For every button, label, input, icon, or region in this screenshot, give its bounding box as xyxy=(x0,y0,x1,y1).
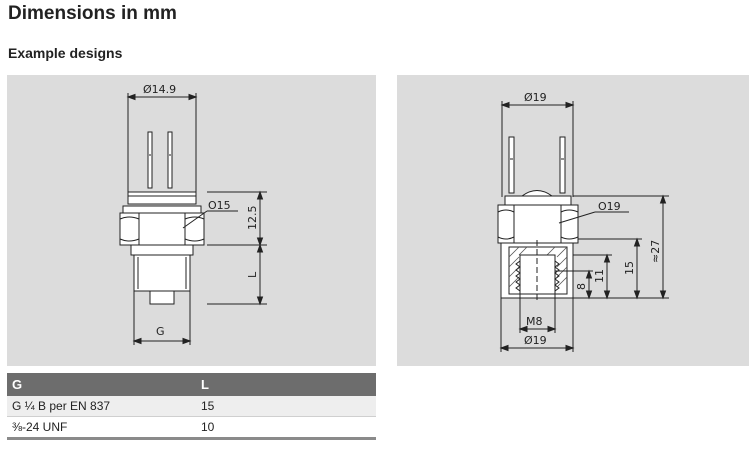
dim-length-L: L xyxy=(246,271,259,278)
hex-nut xyxy=(119,212,205,246)
table-cell-l: 15 xyxy=(196,396,376,417)
table-cell-g: ⅜-24 UNF xyxy=(7,416,196,440)
sensor-drawing-right: Ø19 O19 ≈27 15 11 8 M8 Ø19 xyxy=(497,91,669,352)
table-row: ⅜-24 UNF 10 xyxy=(7,416,376,440)
dimensions-table: G L G ¼ B per EN 837 15 ⅜-24 UNF 10 xyxy=(7,373,376,440)
drawing-panel-left: Ø14.9 O15 12.5 L G xyxy=(7,75,376,366)
pressure-port xyxy=(149,290,175,305)
table-cell-l: 10 xyxy=(196,416,376,440)
dim-diameter-bottom: Ø19 xyxy=(524,334,547,347)
table-cell-g: G ¼ B per EN 837 xyxy=(7,396,196,417)
connector-pin xyxy=(559,136,566,194)
sensor-drawing-left: Ø14.9 O15 12.5 L G xyxy=(119,83,267,345)
table-row: G ¼ B per EN 837 15 xyxy=(7,396,376,417)
section-subtitle: Example designs xyxy=(8,45,123,61)
table-header-l: L xyxy=(196,373,376,396)
dim-height-8: 8 xyxy=(575,283,588,290)
dim-diameter-top: Ø19 xyxy=(524,91,547,104)
dim-height: 12.5 xyxy=(246,206,259,231)
housing-cap xyxy=(504,195,572,206)
dim-thread-M8: M8 xyxy=(526,315,543,328)
drawing-panel-right: Ø19 O19 ≈27 15 11 8 M8 Ø19 xyxy=(397,75,749,366)
dim-diameter-top: Ø14.9 xyxy=(143,83,176,96)
dim-hex-size: O15 xyxy=(208,199,231,212)
dim-thread-G: G xyxy=(156,325,165,338)
housing-cap xyxy=(127,191,197,205)
thread-section xyxy=(133,254,191,292)
table-header-g: G xyxy=(7,373,196,396)
dim-hex-size: O19 xyxy=(598,200,621,213)
connector-pin xyxy=(167,131,173,189)
connector-pin xyxy=(508,136,515,194)
dim-total-height: ≈27 xyxy=(649,240,662,263)
page-title: Dimensions in mm xyxy=(8,3,177,24)
dim-height-11: 11 xyxy=(593,269,606,283)
dim-height-15: 15 xyxy=(623,261,636,275)
connector-pin xyxy=(147,131,153,189)
